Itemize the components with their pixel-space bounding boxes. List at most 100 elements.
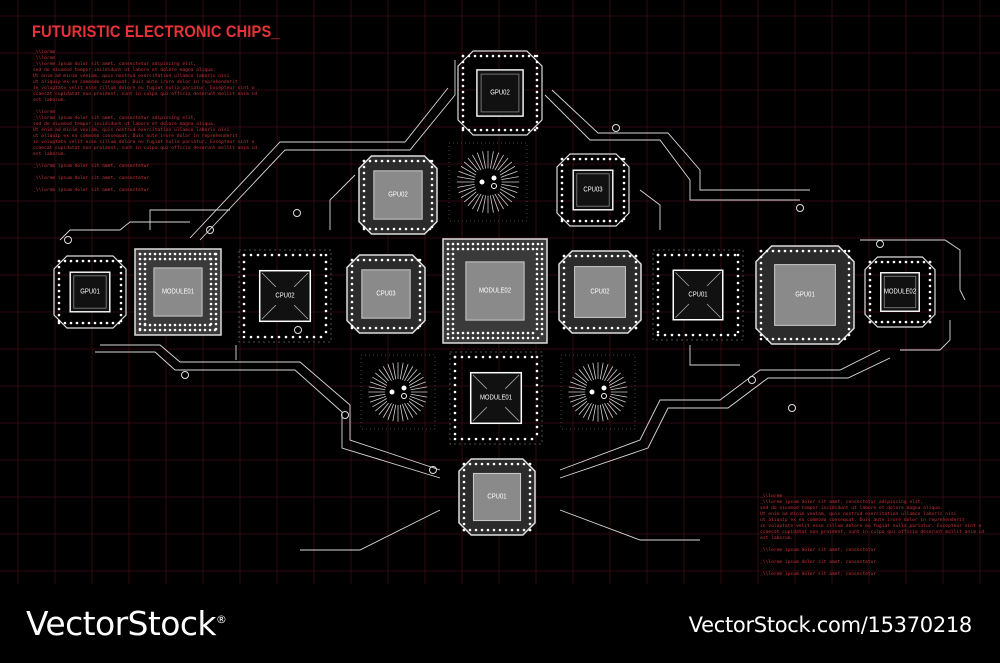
chip-pin: [324, 267, 328, 271]
socket-ray: [602, 364, 609, 380]
chip-pin: [568, 254, 572, 258]
chip-pin: [119, 289, 123, 293]
lorem-line: _\\lorem ipsum dolor sit amet, consectet…: [33, 188, 150, 193]
chip-pin: [214, 322, 218, 326]
chip-die: [476, 69, 524, 117]
chip-pin: [362, 195, 366, 199]
chip-pin: [535, 376, 539, 380]
socket-ray: [575, 400, 589, 412]
chip-pin: [733, 253, 737, 257]
circuit-trace: [189, 87, 449, 239]
chip-pin: [540, 322, 544, 326]
chip-pin: [430, 159, 434, 163]
chip-pin: [430, 189, 434, 193]
chip-pin: [528, 528, 532, 532]
chip-pin: [462, 486, 466, 490]
chip-pin: [777, 249, 781, 253]
chip-pin: [356, 258, 360, 262]
chip-pin: [374, 159, 378, 163]
chip-pin: [148, 257, 152, 261]
chip-pin: [504, 528, 508, 532]
chip-pin: [498, 462, 502, 466]
chip-body: [238, 249, 332, 343]
chip-pin: [622, 175, 626, 179]
circuit-trace: [559, 509, 700, 541]
chip-left-module01: [134, 248, 222, 336]
chip-pin: [521, 336, 525, 340]
chip-pin: [446, 307, 450, 311]
chip-pin: [620, 157, 624, 161]
chip-pin: [451, 317, 455, 321]
chip-pin: [198, 252, 202, 256]
socket-ray: [604, 366, 614, 381]
chip-label: MODULE01: [479, 394, 513, 402]
socket-ray: [406, 369, 418, 383]
chip-pin: [831, 337, 835, 341]
chip-pin: [586, 326, 590, 330]
chip-pin: [535, 397, 539, 401]
watermark-brand-left: VectorStock®: [26, 604, 227, 643]
chip-pin: [528, 474, 532, 478]
socket-ray: [599, 362, 604, 380]
chip-pin: [143, 322, 147, 326]
socket-ray: [607, 372, 621, 384]
chip-pin: [148, 323, 152, 327]
chip-pin: [168, 323, 172, 327]
chip-pin: [467, 355, 471, 359]
chip-pin: [608, 157, 612, 161]
chip-pin: [566, 157, 570, 161]
chip-pin: [163, 328, 167, 332]
chip-pin: [350, 306, 354, 310]
chip-pin: [759, 267, 763, 271]
chip-pin: [868, 272, 872, 276]
chip-pin: [451, 252, 455, 256]
chip-pin: [684, 253, 688, 257]
chip-pin: [466, 247, 470, 251]
chip-pin: [446, 262, 450, 266]
chip-pin: [656, 253, 660, 257]
chip-pin: [535, 355, 539, 359]
chip-pin: [193, 257, 197, 261]
chip-pin: [521, 242, 525, 246]
chip-pin: [461, 78, 465, 82]
chip-pin: [511, 336, 515, 340]
chip-pin: [825, 337, 829, 341]
chip-pin: [462, 504, 466, 508]
socket-pattern: [360, 354, 436, 430]
chip-die-mark: [675, 303, 690, 318]
chip-pin: [430, 207, 434, 211]
chip-die-mark: [706, 303, 721, 318]
chip-pin: [922, 320, 926, 324]
socket-ray: [496, 192, 509, 207]
chip-pin: [418, 300, 422, 304]
chip-pin: [468, 462, 472, 466]
chip-pin: [527, 128, 531, 132]
chip-pin: [57, 265, 61, 269]
chip-pin: [712, 333, 716, 337]
chip-pin: [374, 227, 378, 231]
chip-pin: [540, 302, 544, 306]
socket-ray: [494, 154, 504, 171]
lorem-line: sed do eiusmod tempor incididunt ut labo…: [760, 506, 943, 511]
chip-pin: [736, 323, 740, 327]
chip-pin: [143, 312, 147, 316]
chip-pin: [143, 292, 147, 296]
chip-pin: [291, 335, 295, 339]
chip-pin: [528, 516, 532, 520]
chip-pin: [759, 273, 763, 277]
chip-pin: [531, 247, 535, 251]
chip-pin: [528, 492, 532, 496]
chip-pin: [242, 302, 246, 306]
chip-pin: [736, 295, 740, 299]
chip-pin: [560, 211, 564, 215]
chip-pin: [428, 227, 432, 231]
chip-pin: [456, 331, 460, 335]
chip-pin: [430, 165, 434, 169]
chip-pin: [214, 297, 218, 301]
chip-right-gpu01: [755, 245, 855, 345]
chip-pin: [622, 254, 626, 258]
chip-pin: [203, 323, 207, 327]
circuit-trace: [559, 349, 881, 471]
chip-pin: [214, 257, 218, 261]
chip-pin: [560, 169, 564, 173]
